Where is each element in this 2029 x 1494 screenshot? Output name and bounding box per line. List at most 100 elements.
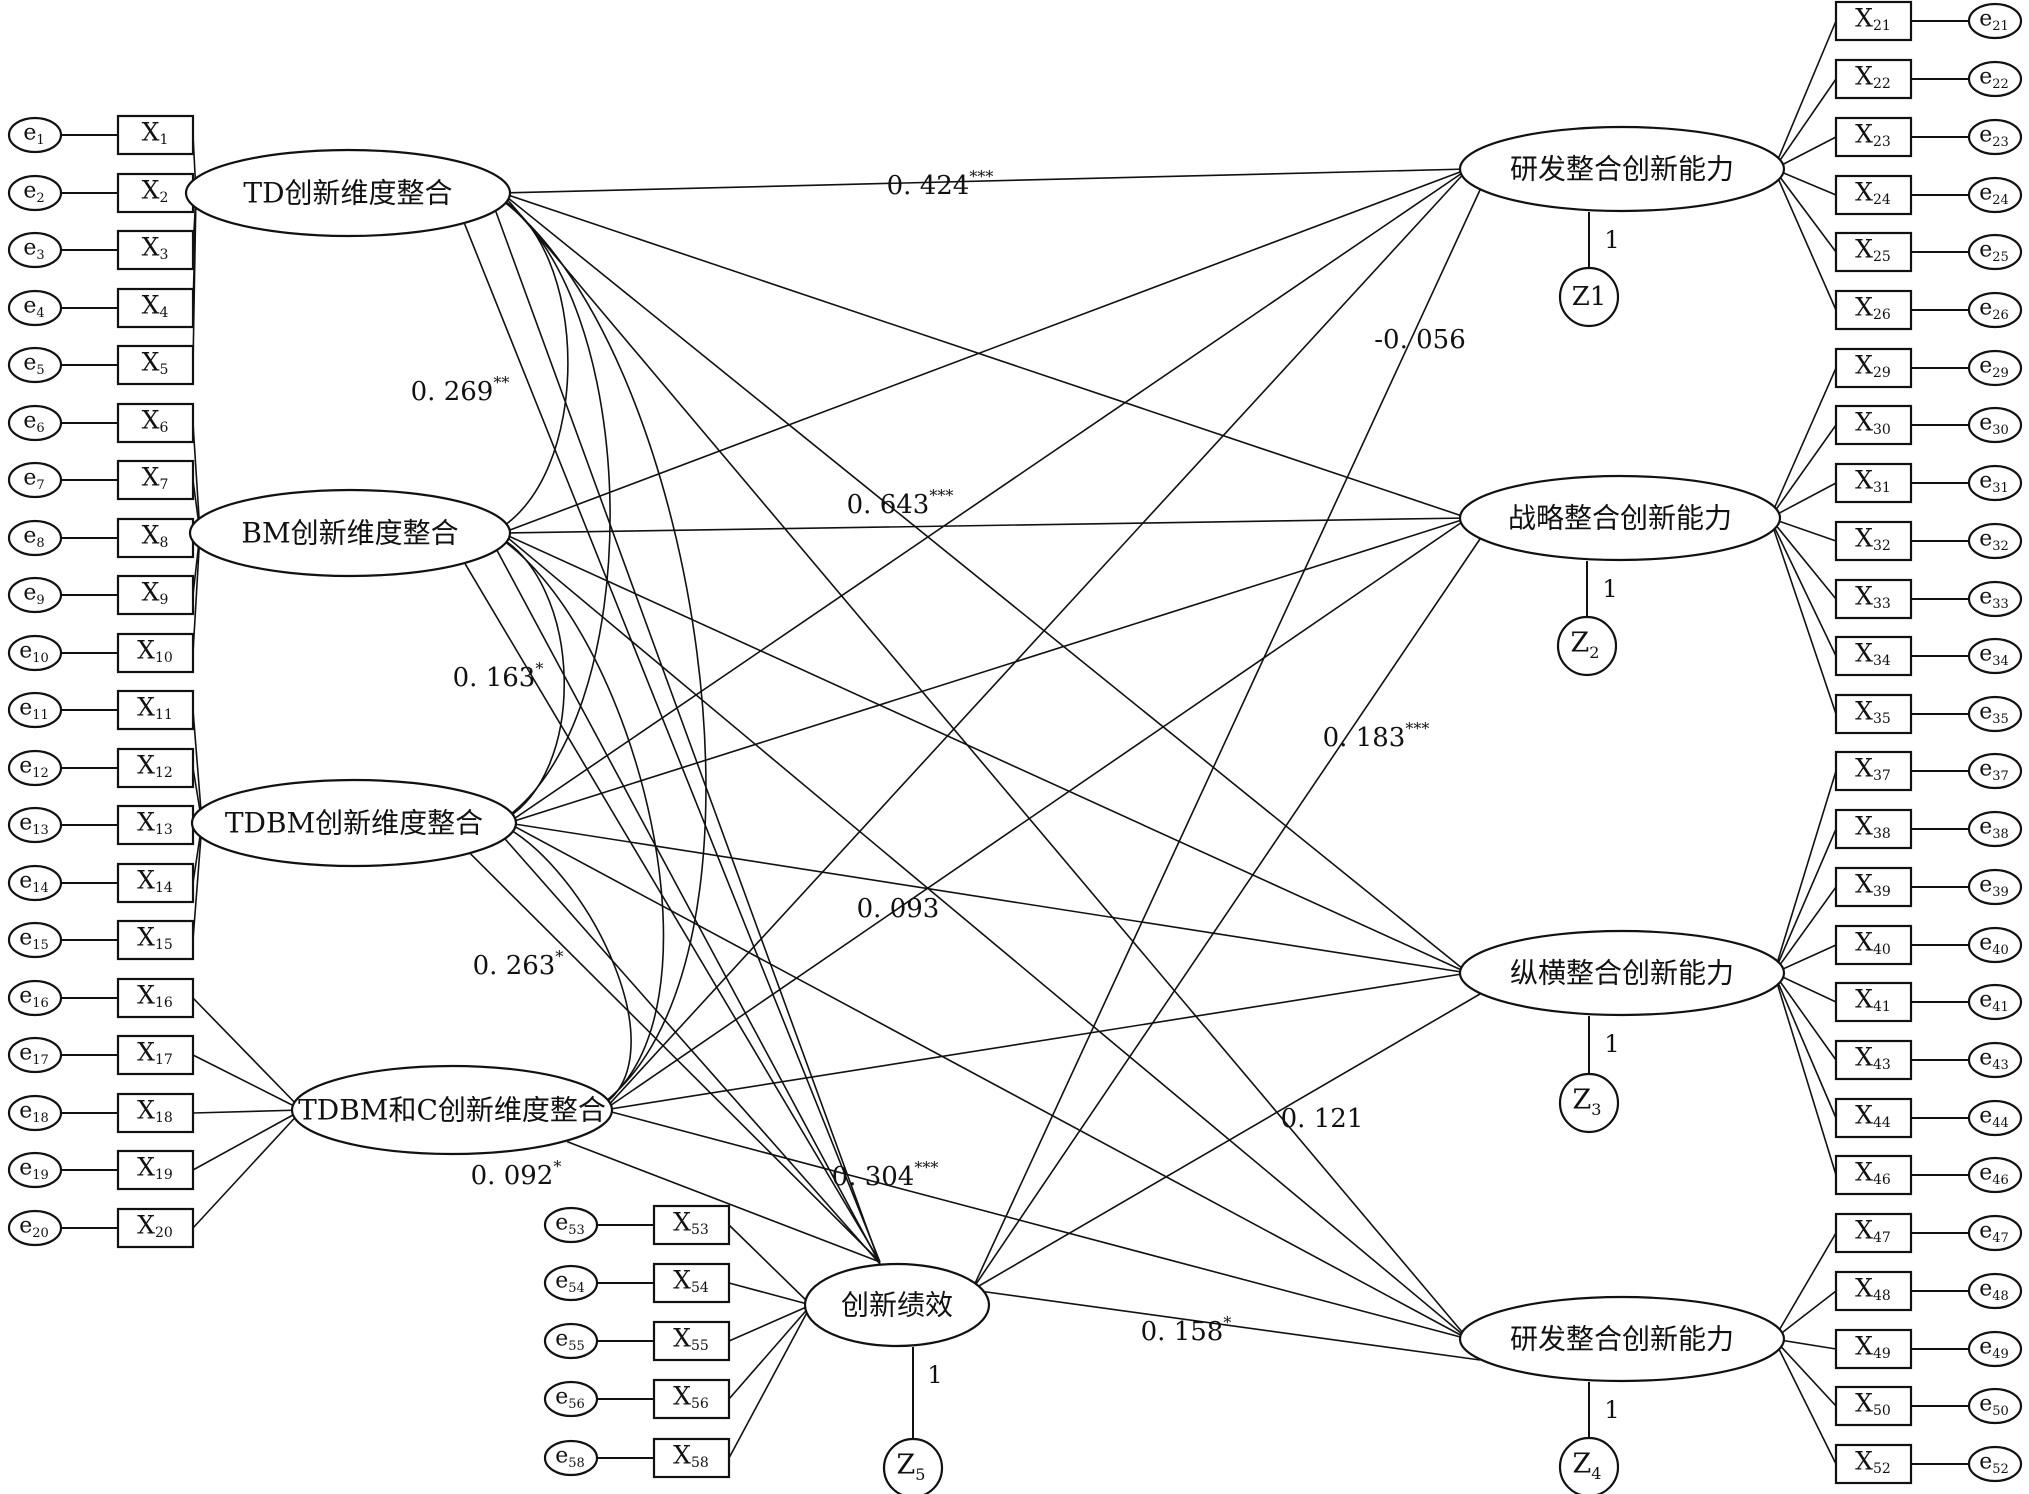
indicator-label-x18-subscript: 18 (155, 1110, 173, 1126)
loading-line-x52 (1773, 1338, 1837, 1465)
path-coefficient-9: 0. 158* (1141, 1313, 1232, 1348)
loading-line-x23 (1773, 136, 1837, 170)
indicator-box-x25 (1834, 231, 1913, 273)
indicator-box-x16 (116, 977, 195, 1019)
indicator-label-x52-subscript: 52 (1873, 1461, 1891, 1477)
path-coefficient-7: 0. 092* (471, 1157, 562, 1192)
latent-left-1 (184, 148, 512, 238)
indicator-box-x50 (1834, 1385, 1913, 1427)
path-line-25 (491, 200, 881, 1265)
indicator-label-x24-subscript: 24 (1873, 192, 1891, 208)
error-label-e8-subscript: 8 (36, 536, 44, 551)
latent-left-label-2: BM创新维度整合 (241, 517, 458, 550)
path-line-14 (507, 822, 1469, 1340)
indicator-box-x22 (1834, 58, 1913, 100)
loading-line-x55 (728, 1304, 812, 1342)
indicator-label-x15-subscript: 15 (155, 937, 173, 953)
indicator-label-x21-subscript: 21 (1873, 18, 1891, 34)
loading-line-x20 (192, 1109, 303, 1229)
error-node-e14 (7, 864, 63, 902)
disturbance-label-z5-subscript: 5 (915, 1465, 925, 1484)
indicator-label-x5-subscript: 5 (159, 362, 168, 378)
disturbance-node-z4 (1558, 1436, 1620, 1494)
loading-line-x58 (728, 1304, 812, 1459)
error-node-e2 (7, 174, 63, 212)
indicator-box-x29 (1834, 347, 1913, 389)
error-node-e24 (1967, 176, 2023, 214)
loading-line-x48 (1773, 1290, 1837, 1340)
path-line-20 (566, 1140, 881, 1263)
loading-fixed-label: 1 (1604, 1030, 1619, 1058)
significance-stars: * (535, 659, 543, 678)
loading-line-x24 (1773, 168, 1837, 196)
error-node-e33 (1967, 580, 2023, 618)
path-line-27 (497, 830, 881, 1265)
indicator-label-x13-subscript: 13 (155, 822, 173, 838)
indicator-label-x55-subscript: 55 (691, 1338, 709, 1354)
indicator-box-x9 (116, 574, 195, 616)
latent-right-label-2: 战略整合创新能力 (1508, 502, 1732, 535)
indicator-box-x26 (1834, 289, 1913, 331)
error-label-e1-subscript: 1 (36, 133, 44, 148)
indicator-label-x31-subscript: 31 (1873, 480, 1891, 496)
path-line-22 (971, 538, 1481, 1291)
indicator-label-x9-subscript: 9 (159, 592, 168, 608)
error-label-e5-subscript: 5 (36, 363, 44, 378)
error-label-e9-subscript: 9 (36, 593, 44, 608)
indicator-box-x46 (1834, 1154, 1913, 1196)
indicator-label-x26-subscript: 26 (1873, 307, 1891, 323)
indicator-box-x31 (1834, 462, 1913, 504)
indicator-box-x19 (116, 1149, 195, 1191)
indicator-label-x39-subscript: 39 (1873, 884, 1891, 900)
indicator-box-x10 (116, 632, 195, 674)
path-line-1 (501, 168, 1469, 194)
indicator-label-x6-subscript: 6 (159, 420, 168, 436)
error-node-e11 (7, 691, 63, 729)
error-node-e53 (543, 1206, 599, 1244)
latent-left-2 (188, 488, 512, 578)
loading-line-x40 (1773, 944, 1837, 974)
error-node-e3 (7, 231, 63, 269)
loading-line-x6 (192, 422, 201, 534)
error-node-e12 (7, 749, 63, 787)
path-line-15 (470, 853, 881, 1263)
loading-line-x34 (1769, 517, 1837, 657)
error-label-e26-subscript: 26 (1992, 308, 2009, 323)
error-node-e35 (1967, 695, 2023, 733)
path-line-13 (507, 822, 1469, 974)
disturbance-node-z5 (882, 1437, 944, 1494)
error-node-e29 (1967, 349, 2023, 387)
indicator-label-x35-subscript: 35 (1873, 711, 1891, 727)
error-label-e22-subscript: 22 (1992, 77, 2009, 92)
error-label-e52-subscript: 52 (1992, 1462, 2009, 1477)
path-coefficient-value: 0. 158 (1141, 1317, 1224, 1347)
error-node-e5 (7, 346, 63, 384)
error-node-e4 (7, 289, 63, 327)
indicator-label-x43-subscript: 43 (1873, 1057, 1891, 1073)
error-node-e17 (7, 1036, 63, 1074)
indicator-box-x7 (116, 459, 195, 501)
error-node-e54 (543, 1264, 599, 1302)
error-node-e23 (1967, 118, 2023, 156)
error-node-e32 (1967, 522, 2023, 560)
error-label-e48-subscript: 48 (1992, 1289, 2009, 1304)
loading-line-x10 (192, 532, 201, 654)
significance-stars: *** (969, 167, 993, 186)
loading-line-x17 (192, 1054, 303, 1111)
error-node-e43 (1967, 1041, 2023, 1079)
loading-fixed-label: 1 (1604, 226, 1619, 254)
indicator-label-x3-subscript: 3 (159, 247, 168, 263)
indicator-label-x8-subscript: 8 (159, 535, 168, 551)
indicator-box-x8 (116, 517, 195, 559)
indicator-label-x14-subscript: 14 (155, 880, 173, 896)
indicator-label-x16-subscript: 16 (155, 995, 173, 1011)
indicator-box-x21 (1834, 0, 1913, 42)
significance-stars: * (553, 1157, 561, 1176)
path-coefficient-value: 0. 269 (411, 377, 494, 407)
disturbance-node-z1 (1558, 266, 1620, 328)
path-line-5 (463, 223, 881, 1263)
error-node-e16 (7, 979, 63, 1017)
loading-line-x43 (1773, 972, 1837, 1061)
path-coefficient-5: 0. 263* (473, 947, 564, 982)
indicator-label-x19-subscript: 19 (155, 1167, 173, 1183)
